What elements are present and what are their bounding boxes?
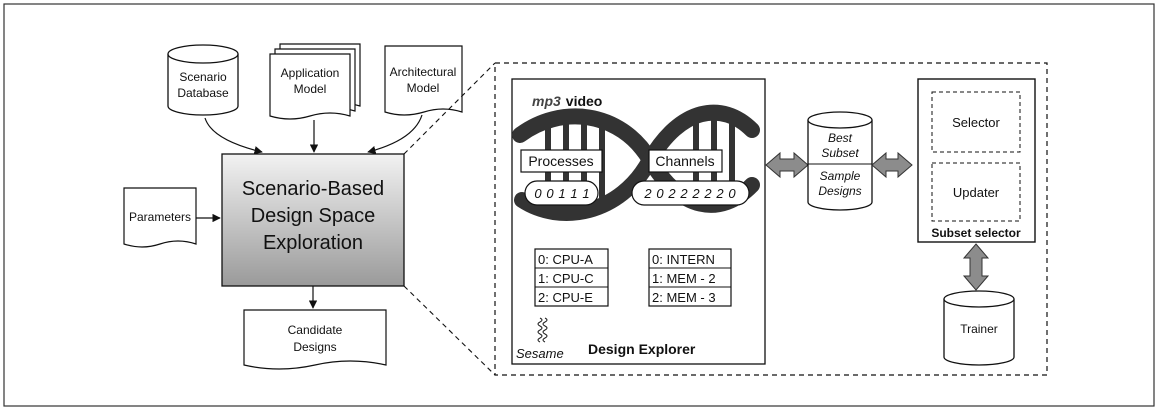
process-gene: 1 (570, 186, 577, 201)
arrow-database-to-core (204, 117, 263, 155)
application-model: Application Model (269, 43, 361, 120)
channel-gene: 2 (715, 186, 724, 201)
core-title-line2: Design Space (251, 205, 376, 227)
updater-label: Updater (953, 185, 1000, 200)
double-arrow-selector-trainer (962, 243, 990, 291)
cpu-item: 1: CPU-C (538, 271, 594, 286)
selector-label: Selector (952, 115, 1000, 130)
process-chromosome-genes: 0 0 1 1 1 (534, 186, 589, 201)
processes-box (520, 149, 603, 173)
channel-gene: 2 (679, 186, 688, 201)
mem-table: 0: INTERN 1: MEM - 2 2: MEM - 3 (648, 248, 732, 307)
updater-box (931, 162, 1021, 222)
parameters: Parameters (123, 187, 197, 248)
mem-item: 0: INTERN (652, 252, 715, 267)
application-model-line2: Model (294, 82, 327, 96)
architectural-model-line2: Model (407, 81, 440, 95)
best-subset-line2: Subset (821, 146, 859, 160)
subset-selector-box: Selector Updater Subset selector (917, 78, 1036, 243)
design-explorer-title: Design Explorer (588, 341, 696, 357)
process-gene: 0 (534, 186, 542, 201)
scenario-database: Scenario Database (167, 44, 239, 116)
channel-chromosome-genes: 2 0 2 2 2 2 2 0 (643, 186, 736, 201)
application-model-line1: Application (281, 66, 340, 80)
process-chromosome (524, 180, 599, 206)
sample-designs-line2: Designs (818, 184, 861, 198)
mem-item: 2: MEM - 3 (652, 290, 716, 305)
process-gene: 1 (558, 186, 565, 201)
core-title-line1: Scenario-Based (242, 178, 384, 200)
channels-label: Channels (655, 153, 714, 169)
arrow-architectural-to-core (367, 114, 423, 155)
channels-box (648, 149, 723, 173)
cpu-item: 0: CPU-A (538, 252, 593, 267)
sesame-label: Sesame (516, 346, 564, 361)
channel-chromosome (631, 180, 750, 206)
processes-label: Processes (528, 153, 593, 169)
channel-gene: 2 (703, 186, 712, 201)
candidate-designs-line1: Candidate (288, 323, 343, 337)
core-title-line3: Exploration (263, 232, 363, 254)
candidate-designs-line2: Designs (293, 340, 336, 354)
selector-box (931, 91, 1021, 153)
cpu-table: 0: CPU-A 1: CPU-C 2: CPU-E (534, 248, 609, 307)
double-arrow-explorer-database (765, 151, 809, 179)
sesame-logo: Sesame (516, 317, 564, 361)
process-gene: 0 (546, 186, 554, 201)
channel-gene: 0 (728, 186, 736, 201)
scenario-database-line2: Database (177, 86, 229, 100)
subset-database: Best Subset Sample Designs (807, 111, 873, 211)
architectural-model: Architectural Model (384, 45, 463, 116)
candidate-designs: Candidate Designs (243, 309, 387, 370)
cpu-item: 2: CPU-E (538, 290, 593, 305)
mp3-video-label: mp3 video (532, 93, 602, 109)
trainer-label: Trainer (960, 322, 998, 336)
trainer: Trainer (943, 290, 1015, 366)
zoom-line-bottom (403, 285, 496, 376)
architectural-model-line1: Architectural (390, 65, 457, 79)
sesame-squiggle-icon (537, 317, 548, 343)
sample-designs-line1: Sample (820, 169, 861, 183)
channel-gene: 2 (643, 186, 652, 201)
mp3-label: mp3 (532, 93, 561, 109)
video-label: video (566, 93, 603, 109)
scenario-based-dse: Scenario-Based Design Space Exploration (221, 153, 405, 287)
channel-gene: 2 (691, 186, 700, 201)
double-arrow-database-selector (871, 151, 913, 179)
channel-gene: 0 (656, 186, 664, 201)
best-subset-line1: Best (828, 131, 853, 145)
scenario-database-line1: Scenario (179, 70, 227, 84)
zoom-line-top (403, 62, 496, 155)
subset-selector-title: Subset selector (931, 226, 1021, 240)
process-gene: 1 (582, 186, 589, 201)
mem-item: 1: MEM - 2 (652, 271, 716, 286)
outer-frame (3, 3, 1155, 407)
parameters-label: Parameters (129, 210, 191, 224)
channel-gene: 2 (667, 186, 676, 201)
